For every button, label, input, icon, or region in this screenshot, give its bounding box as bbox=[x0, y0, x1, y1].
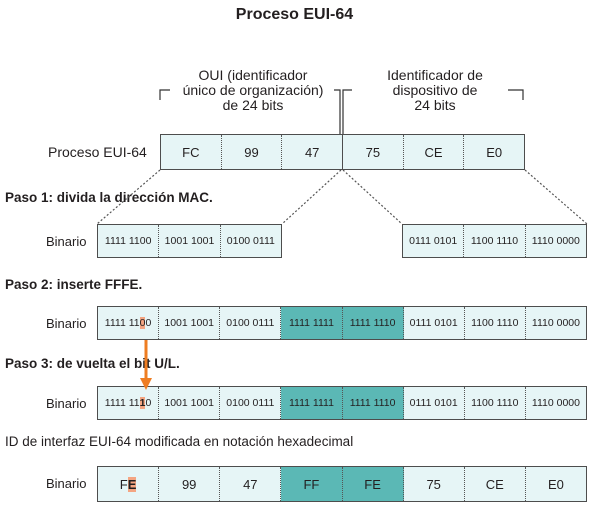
hex-fffe-cell: FF bbox=[281, 467, 343, 501]
binary-cell: 1100 1110 bbox=[464, 387, 526, 419]
ul-bit: 0 bbox=[139, 317, 146, 329]
binary-cell: 1110 0000 bbox=[525, 387, 586, 419]
binary-cell: 0100 0111 bbox=[220, 225, 281, 257]
oui-bracket-right bbox=[334, 89, 341, 134]
oui-label-line2: único de organización) bbox=[182, 82, 324, 98]
fffe-cell: 1111 1110 bbox=[342, 307, 404, 339]
split-line bbox=[342, 169, 403, 225]
step-2-label: Paso 2: inserte FFFE. bbox=[5, 277, 143, 292]
hex-modified-digit: E bbox=[127, 476, 137, 492]
ul-bit-flipped: 1 bbox=[139, 397, 146, 409]
binary-cell: 1001 1001 bbox=[159, 387, 221, 419]
bit-prefix: 1111 11 bbox=[104, 317, 140, 329]
binary-cell: 0100 0111 bbox=[220, 307, 282, 339]
mac-byte-5: CE bbox=[403, 135, 465, 169]
binary-label-1: Binario bbox=[46, 234, 87, 249]
final-caption: ID de interfaz EUI-64 modificada en nota… bbox=[5, 434, 354, 449]
hex-cell: 75 bbox=[403, 467, 465, 501]
mac-byte-3: 47 bbox=[282, 135, 344, 169]
mac-byte-6: E0 bbox=[464, 135, 525, 169]
binary-cell: 1111 1100 bbox=[98, 225, 160, 257]
oui-label: OUI (identificador único de organización… bbox=[168, 68, 338, 113]
binary-label-4: Binario bbox=[46, 476, 87, 491]
fffe-cell: 1111 1111 bbox=[281, 387, 343, 419]
hex-cell: 99 bbox=[159, 467, 221, 501]
binary-label-3: Binario bbox=[46, 396, 87, 411]
process-label: Proceso EUI-64 bbox=[48, 144, 147, 160]
bit-suffix: 0 bbox=[145, 397, 152, 409]
bit-suffix: 0 bbox=[145, 317, 152, 329]
mac-byte-4: 75 bbox=[343, 135, 404, 169]
binary-cell: 1100 1110 bbox=[464, 225, 526, 257]
device-label-line1: Identificador de bbox=[387, 67, 483, 83]
binary-cell: 0100 0111 bbox=[220, 387, 282, 419]
step-1-label: Paso 1: divida la dirección MAC. bbox=[5, 190, 213, 205]
mac-address-row: FC 99 47 75 CE E0 bbox=[160, 134, 525, 170]
binary-cell: 1100 1110 bbox=[464, 307, 526, 339]
oui-label-line3: de 24 bits bbox=[222, 97, 284, 113]
binary-cell: 1001 1001 bbox=[159, 307, 221, 339]
mac-byte-2: 99 bbox=[221, 135, 283, 169]
oui-label-line1: OUI (identificador bbox=[198, 67, 308, 83]
device-label-line3: 24 bits bbox=[414, 97, 456, 113]
binary-row-1-right: 0111 0101 1100 1110 1110 0000 bbox=[402, 224, 587, 258]
arrow-head-icon bbox=[140, 378, 152, 390]
binary-cell: 1110 0000 bbox=[525, 225, 586, 257]
fffe-cell: 1111 1111 bbox=[281, 307, 343, 339]
device-label-line2: dispositivo de bbox=[392, 82, 478, 98]
binary-row-1-left: 1111 1100 1001 1001 0100 0111 bbox=[97, 224, 282, 258]
step-3-label: Paso 3: de vuelta el bit U/L. bbox=[5, 356, 180, 371]
split-line bbox=[281, 169, 342, 225]
hex-prefix: F bbox=[119, 476, 128, 492]
hex-cell: CE bbox=[464, 467, 526, 501]
device-bracket-right bbox=[508, 89, 524, 100]
diagram-title: Proceso EUI-64 bbox=[235, 6, 354, 23]
split-line bbox=[96, 169, 161, 225]
binary-cell: 0111 0101 bbox=[403, 225, 465, 257]
binary-cell: 0111 0101 bbox=[403, 387, 465, 419]
hex-cell: E0 bbox=[525, 467, 586, 501]
fffe-cell: 1111 1110 bbox=[342, 387, 404, 419]
device-id-label: Identificador de dispositivo de 24 bits bbox=[360, 68, 510, 113]
hex-fffe-cell: FE bbox=[342, 467, 404, 501]
bit-prefix: 1111 11 bbox=[104, 397, 140, 409]
binary-label-2: Binario bbox=[46, 316, 87, 331]
oui-bracket-left bbox=[159, 89, 170, 100]
binary-cell: 1001 1001 bbox=[159, 225, 221, 257]
device-bracket-left bbox=[342, 89, 352, 134]
binary-cell: 1110 0000 bbox=[525, 307, 586, 339]
split-line bbox=[524, 169, 588, 225]
binary-cell: 0111 0101 bbox=[403, 307, 465, 339]
mac-byte-1: FC bbox=[161, 135, 222, 169]
hex-cell: 47 bbox=[220, 467, 282, 501]
